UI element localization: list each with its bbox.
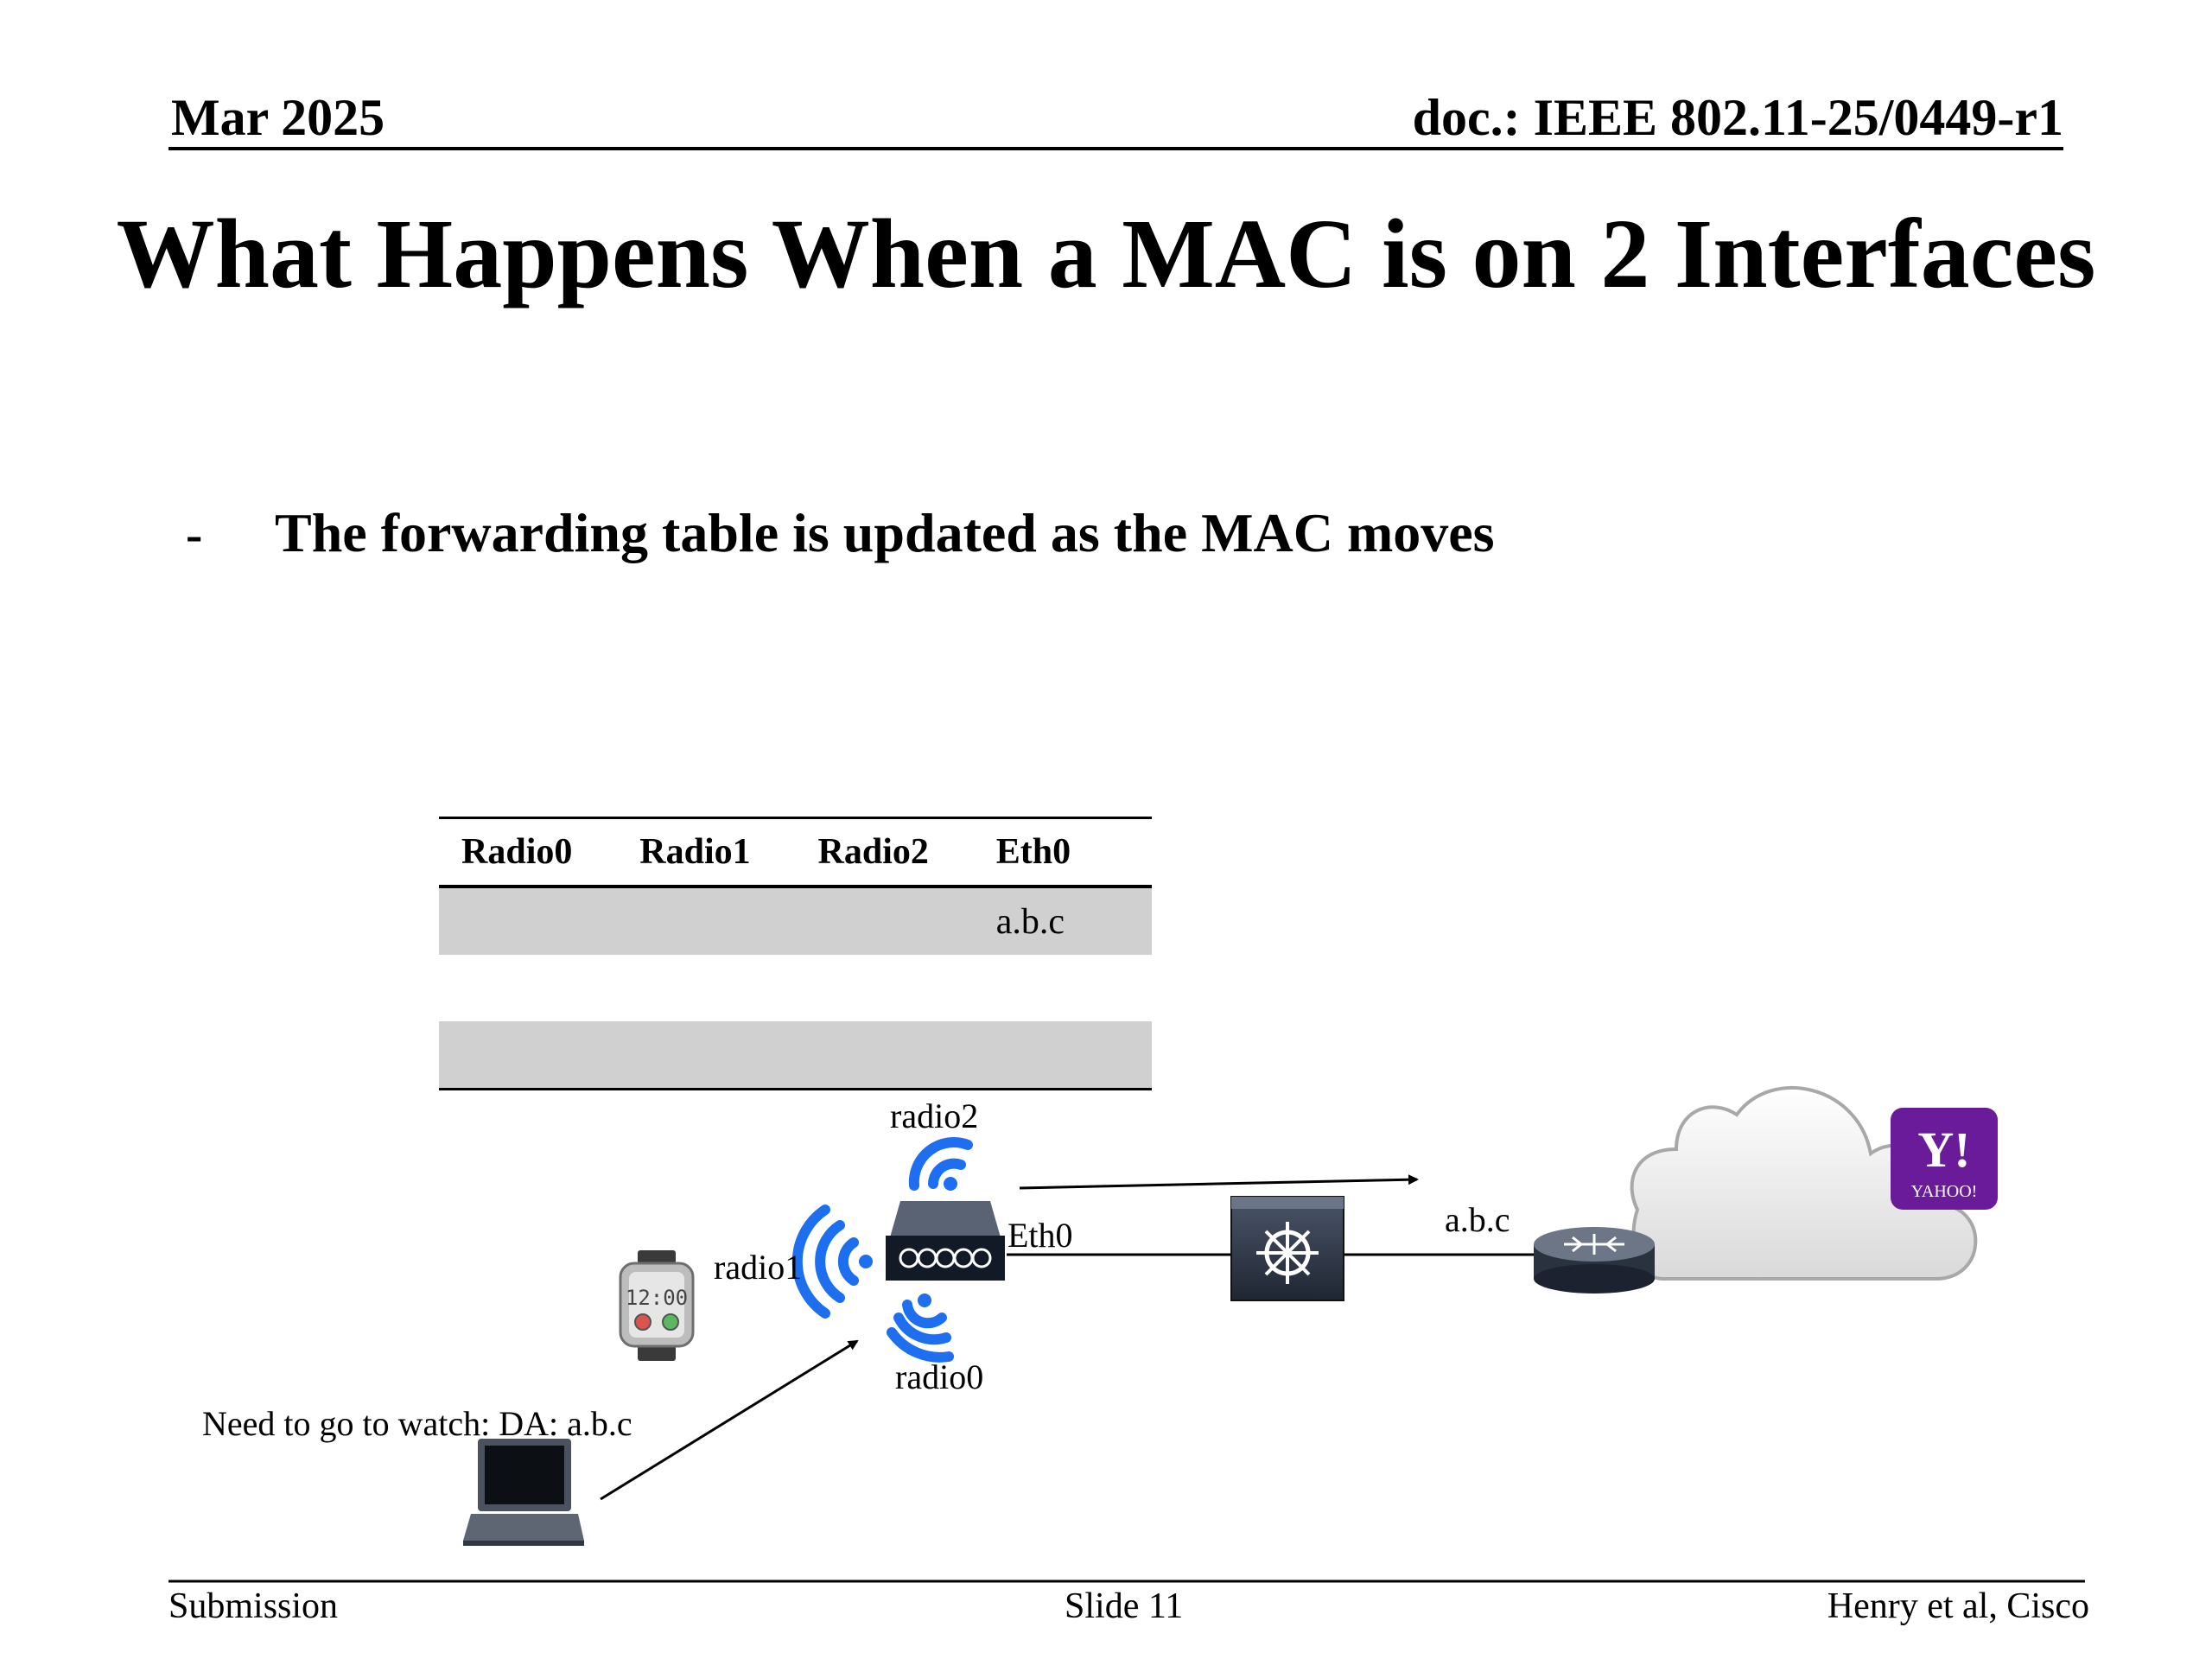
wifi-radio0-icon xyxy=(887,1294,954,1363)
col-header-radio2: Radio2 xyxy=(795,817,974,888)
table-cell xyxy=(439,1021,618,1090)
table-cell xyxy=(439,887,618,955)
table-cell xyxy=(795,887,974,955)
svg-text:YAHOO!: YAHOO! xyxy=(1911,1182,1978,1201)
table-cell xyxy=(617,1021,796,1090)
header-doc-id: doc.: IEEE 802.11-25/0449-r1 xyxy=(1412,89,2063,146)
footer-authors: Henry et al, Cisco xyxy=(1827,1586,2089,1626)
col-header-eth0: Eth0 xyxy=(973,817,1152,888)
arrow-laptop-to-ap xyxy=(600,1339,859,1501)
bullet-marker: - xyxy=(186,506,203,563)
table-cell xyxy=(973,1021,1152,1090)
yahoo-logo: Y! YAHOO! xyxy=(1891,1108,1998,1210)
svg-text:Y!: Y! xyxy=(1917,1122,1970,1178)
label-radio1: radio1 xyxy=(714,1248,803,1287)
label-radio0: radio0 xyxy=(895,1357,984,1396)
col-header-radio1: Radio1 xyxy=(617,817,796,888)
slide-title: What Happens When a MAC is on 2 Interfac… xyxy=(116,199,2096,308)
table-cell xyxy=(795,1021,974,1090)
col-header-radio0: Radio0 xyxy=(439,817,618,888)
forwarding-table: Radio0 Radio1 Radio2 Eth0 a.b.c xyxy=(439,817,1152,1090)
laptop-icon xyxy=(463,1439,584,1546)
wifi-radio2-icon xyxy=(908,1137,973,1191)
label-eth0: Eth0 xyxy=(1007,1216,1073,1255)
switch-icon xyxy=(1230,1196,1344,1301)
table-cell xyxy=(617,887,796,955)
wifi-radio1-icon xyxy=(791,1205,873,1319)
laptop-note: Need to go to watch: DA: a.b.c xyxy=(202,1404,632,1443)
table-row xyxy=(439,1021,1152,1090)
label-radio2: radio2 xyxy=(890,1096,979,1135)
table-cell: a.b.c xyxy=(973,887,1152,955)
table-header-row: Radio0 Radio1 Radio2 Eth0 xyxy=(439,817,1152,888)
footer-submission: Submission xyxy=(168,1586,339,1626)
svg-text:12:00: 12:00 xyxy=(626,1286,688,1310)
header-date: Mar 2025 xyxy=(171,89,385,146)
footer-slide-number: Slide 11 xyxy=(1065,1586,1184,1626)
arrow-forward-path xyxy=(1019,1174,1419,1190)
table-row: a.b.c xyxy=(439,887,1152,955)
smartwatch-icon: 12:00 xyxy=(619,1250,695,1361)
access-point-icon xyxy=(886,1201,1005,1281)
header-rule xyxy=(168,147,2063,150)
label-destination-mac: a.b.c xyxy=(1445,1200,1510,1239)
router-icon xyxy=(1534,1227,1655,1294)
bullet-text: The forwarding table is updated as the M… xyxy=(275,502,1495,563)
